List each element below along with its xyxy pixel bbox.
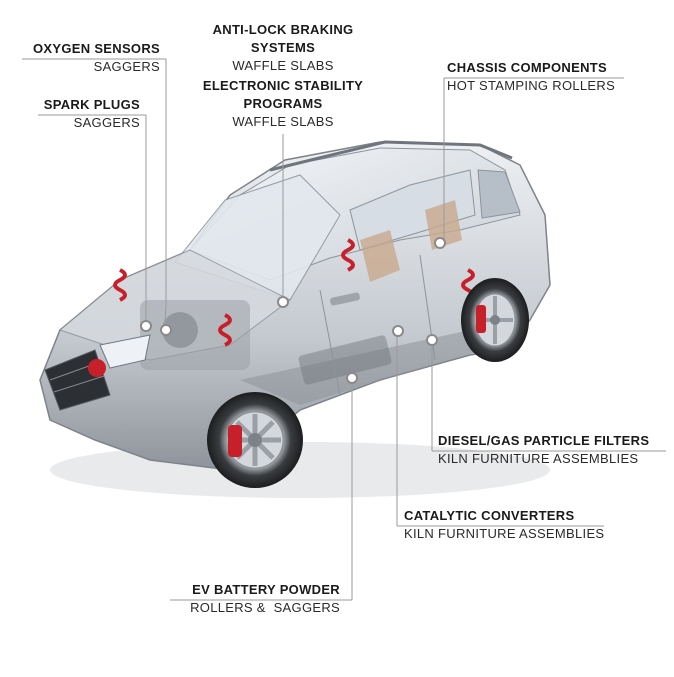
ev-battery-title: EV BATTERY POWDER xyxy=(192,582,340,597)
catalytic-subtitle: KILN FURNITURE ASSEMBLIES xyxy=(404,526,605,541)
stability-subtitle: WAFFLE SLABS xyxy=(232,114,334,129)
anti-lock-subtitle: WAFFLE SLABS xyxy=(232,58,334,73)
callout-particle-filters: DIESEL/GAS PARTICLE FILTERS KILN FURNITU… xyxy=(438,432,670,468)
ev-battery-subtitle: ROLLERS & SAGGERS xyxy=(190,600,340,615)
rear-wheel xyxy=(461,278,529,362)
chassis-subtitle: HOT STAMPING ROLLERS xyxy=(447,78,616,93)
front-brake-left xyxy=(88,359,106,377)
callout-anti-lock-braking: ANTI-LOCK BRAKING SYSTEMS WAFFLE SLABS xyxy=(188,21,378,75)
diesel-title: DIESEL/GAS PARTICLE FILTERS xyxy=(438,433,650,448)
oxygen-sensors-subtitle: SAGGERS xyxy=(93,59,160,74)
spark-plugs-subtitle: SAGGERS xyxy=(73,115,140,130)
diesel-subtitle: KILN FURNITURE ASSEMBLIES xyxy=(438,451,639,466)
oxygen-sensors-title: OXYGEN SENSORS xyxy=(32,41,160,56)
front-wheel xyxy=(207,392,303,488)
anti-lock-title-line1: ANTI-LOCK BRAKING xyxy=(212,22,354,37)
anti-lock-title-line2: SYSTEMS xyxy=(250,40,316,55)
callout-electronic-stability: ELECTRONIC STABILITY PROGRAMS WAFFLE SLA… xyxy=(188,77,378,131)
callout-chassis-components: CHASSIS COMPONENTS HOT STAMPING ROLLERS xyxy=(447,59,647,95)
callout-oxygen-sensors: OXYGEN SENSORS SAGGERS xyxy=(20,40,160,76)
callout-spark-plugs: SPARK PLUGS SAGGERS xyxy=(20,96,140,132)
chassis-title: CHASSIS COMPONENTS xyxy=(447,60,607,75)
callout-markers xyxy=(140,237,446,384)
spark-plugs-title: SPARK PLUGS xyxy=(43,97,140,112)
stability-title-line1: ELECTRONIC STABILITY xyxy=(202,78,364,93)
car-body xyxy=(39,140,551,498)
stability-title-line2: PROGRAMS xyxy=(243,96,323,111)
catalytic-title: CATALYTIC CONVERTERS xyxy=(404,508,575,523)
leader-lines xyxy=(22,58,666,601)
callout-ev-battery-powder: EV BATTERY POWDER ROLLERS & SAGGERS xyxy=(150,581,340,617)
callout-catalytic-converters: CATALYTIC CONVERTERS KILN FURNITURE ASSE… xyxy=(404,507,624,543)
